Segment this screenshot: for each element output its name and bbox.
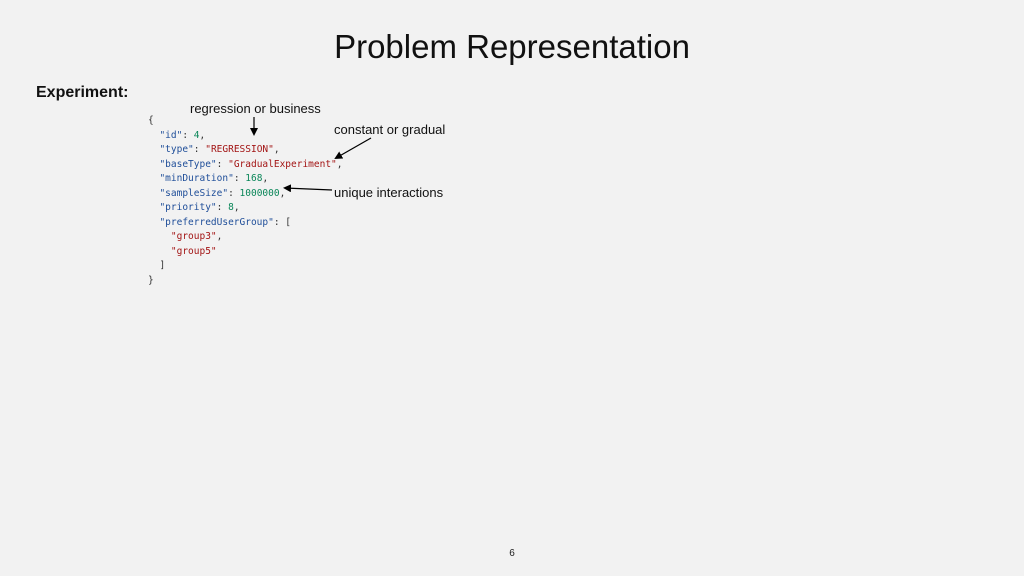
type-annotation: regression or business bbox=[190, 101, 321, 116]
close-brace: } bbox=[148, 274, 154, 286]
priority-key: "priority" bbox=[159, 202, 217, 213]
code-line: "baseType": "GradualExperiment", bbox=[159, 158, 343, 170]
samplesize-key: "sampleSize" bbox=[159, 187, 229, 199]
samplesize-value: 1000000 bbox=[239, 187, 280, 199]
group-item-1: "group3" bbox=[170, 231, 217, 242]
samplesize-annotation: unique interactions bbox=[334, 185, 444, 200]
code-line: "id": 4, bbox=[159, 129, 206, 141]
type-value: "REGRESSION" bbox=[205, 144, 274, 155]
open-brace: { bbox=[148, 115, 154, 126]
close-bracket: ] bbox=[159, 260, 166, 271]
page-number: 6 bbox=[509, 548, 515, 559]
type-key: "type" bbox=[159, 144, 194, 155]
minduration-key: "minDuration" bbox=[159, 173, 234, 184]
code-line: } bbox=[148, 274, 343, 289]
code-line: ] bbox=[148, 259, 343, 274]
code-line: "minDuration": 168, bbox=[159, 173, 269, 184]
code-line: "priority": 8, bbox=[159, 202, 240, 213]
slide-title: Problem Representation bbox=[334, 28, 690, 65]
preferredusergroup-key: "preferredUserGroup" bbox=[159, 216, 274, 228]
open-bracket: [ bbox=[285, 216, 292, 228]
code-line: "type": "REGRESSION", bbox=[159, 144, 280, 155]
section-label: Experiment: bbox=[36, 84, 129, 101]
group-item-2: "group5" bbox=[170, 245, 217, 257]
basetype-key: "baseType" bbox=[159, 158, 217, 170]
minduration-value: 168 bbox=[245, 173, 263, 184]
code-line: "preferredUserGroup": [ bbox=[159, 216, 292, 228]
code-line: "group3", bbox=[170, 231, 223, 242]
id-value: 4 bbox=[193, 129, 200, 141]
json-code-block: { "id": 4, "type": "REGRESSION", "baseTy… bbox=[148, 114, 343, 288]
basetype-value: "GradualExperiment" bbox=[228, 158, 337, 170]
code-line: "sampleSize": 1000000, bbox=[159, 187, 286, 199]
code-line: { bbox=[148, 114, 343, 129]
id-key: "id" bbox=[159, 129, 183, 141]
code-line: "group5" bbox=[148, 245, 343, 260]
basetype-annotation: constant or gradual bbox=[334, 122, 446, 137]
priority-value: 8 bbox=[228, 202, 234, 213]
